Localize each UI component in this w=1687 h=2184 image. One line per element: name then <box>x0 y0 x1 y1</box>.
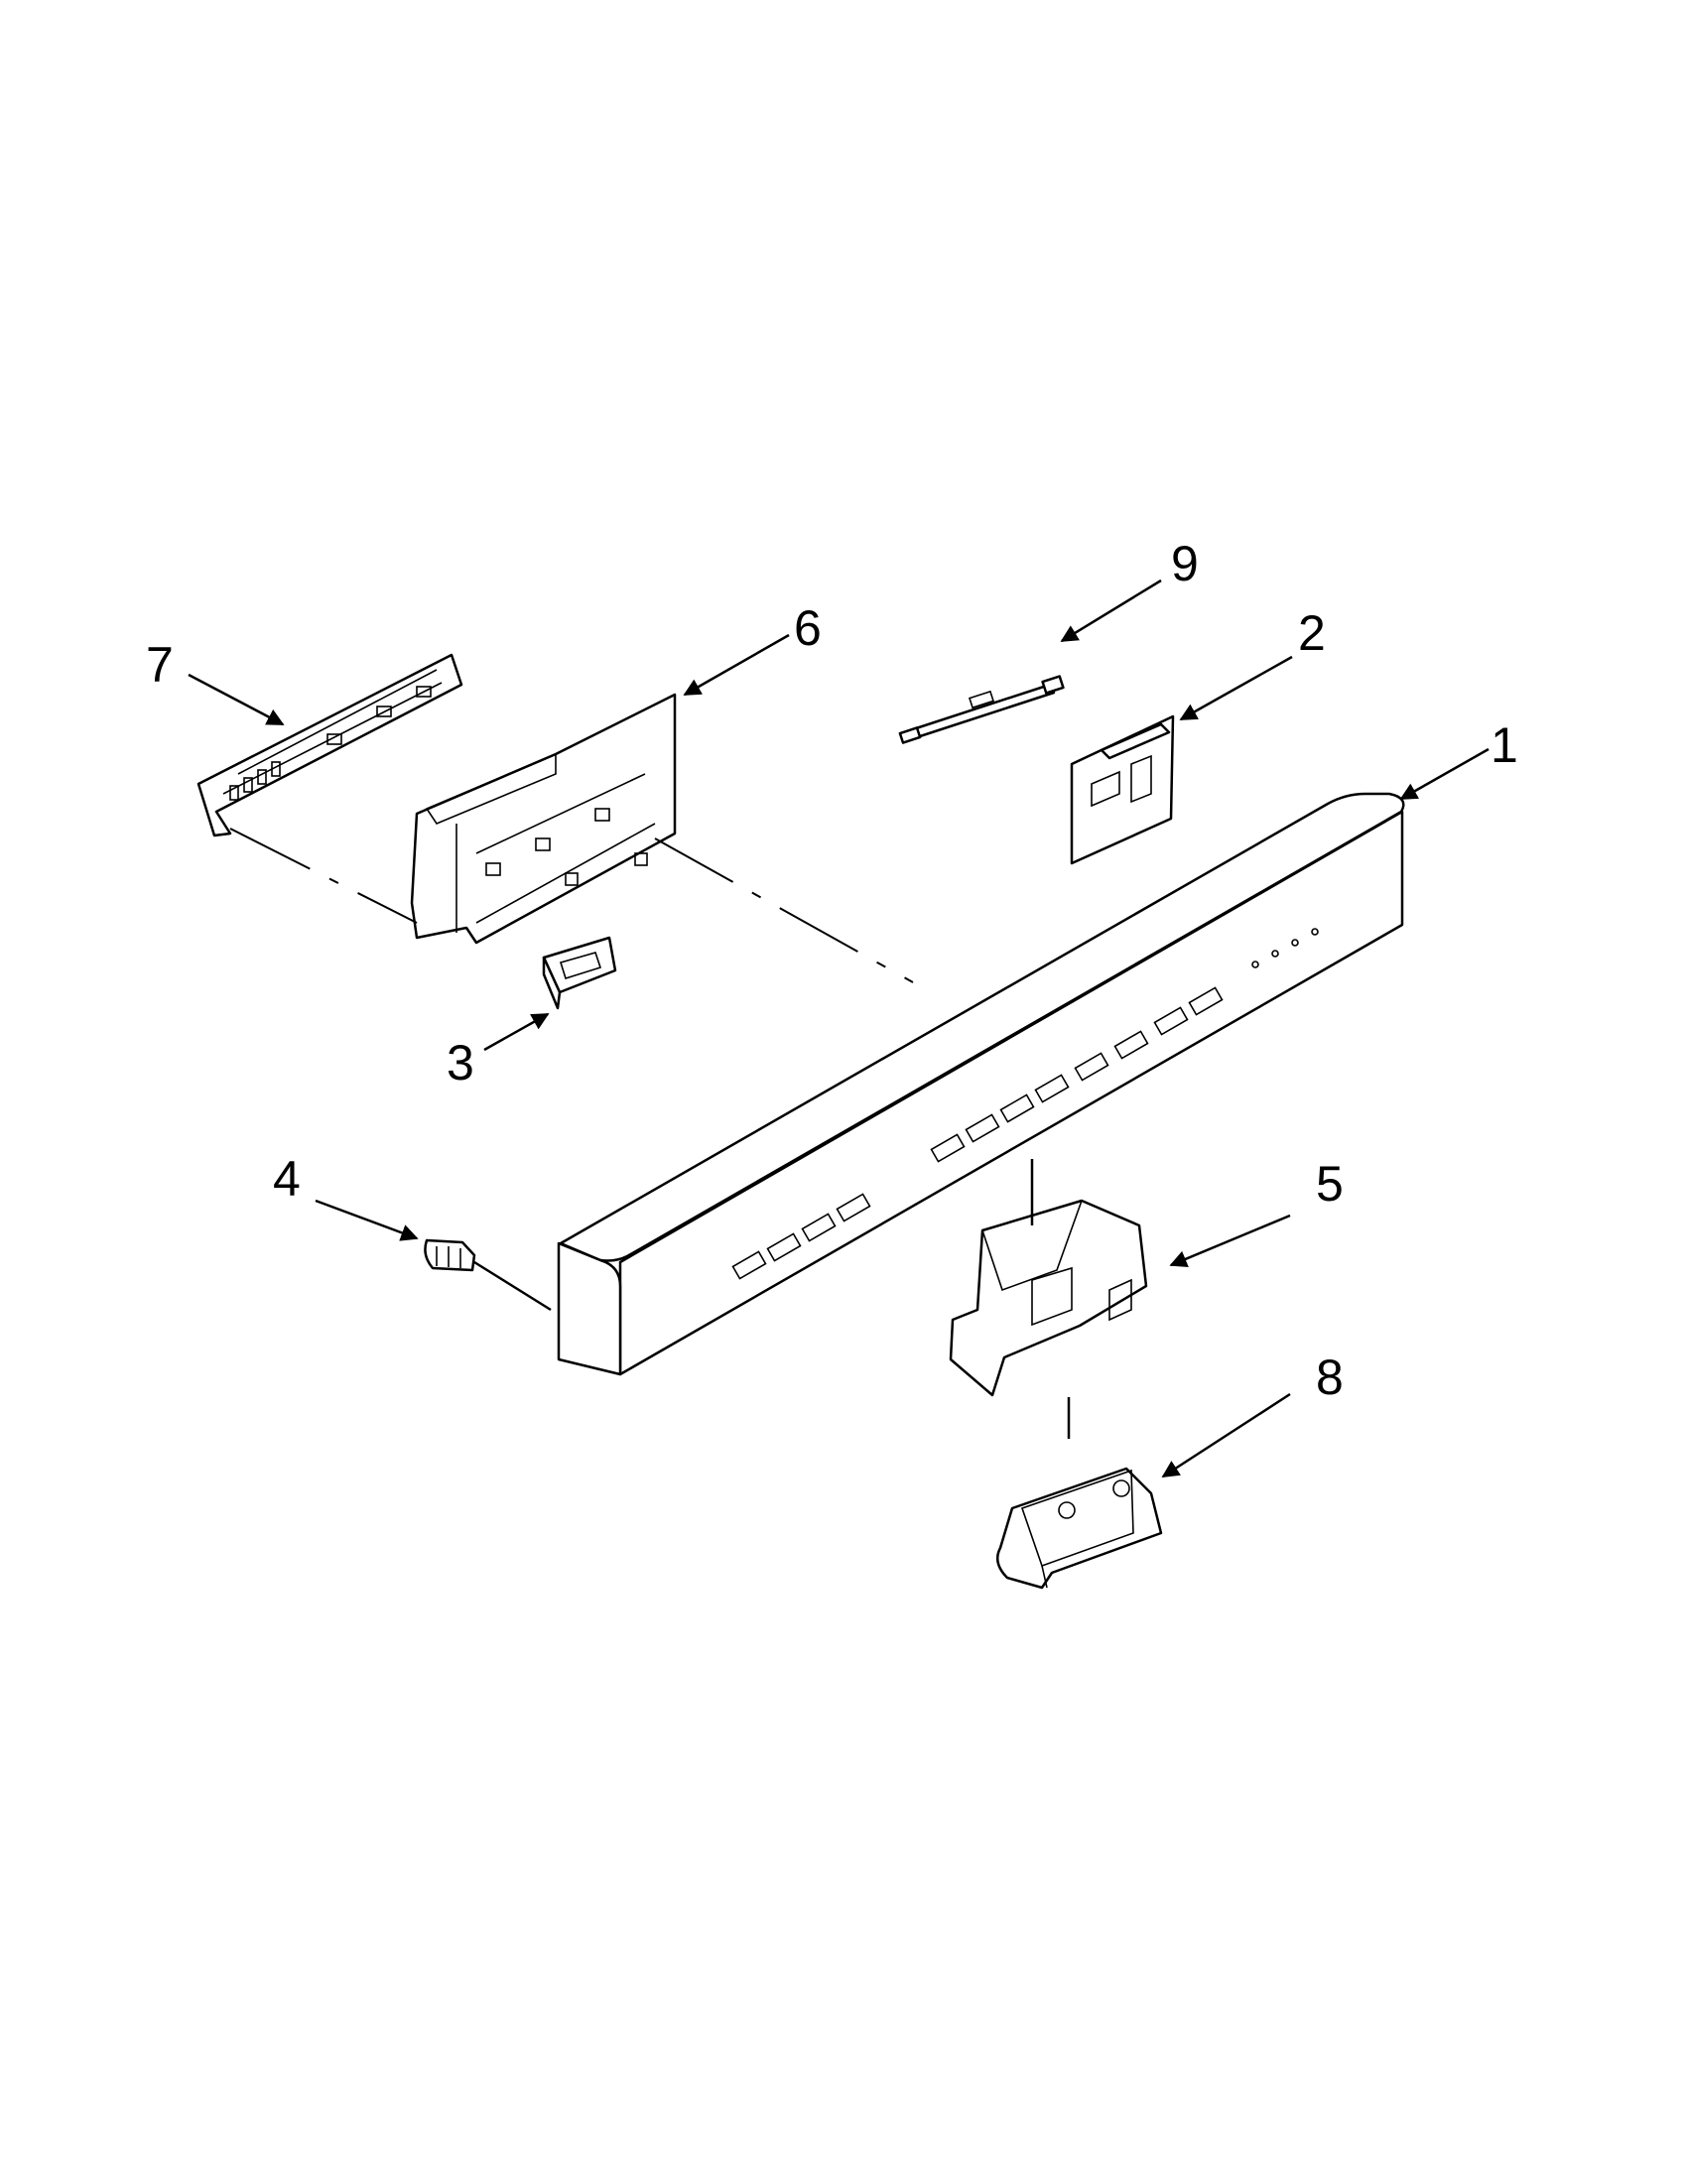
button-group-middle <box>930 1030 1149 1163</box>
button-group-left <box>731 1193 871 1280</box>
assembly-lines <box>229 828 914 983</box>
leader-arrows <box>188 578 1490 1478</box>
part-8-strike <box>995 1467 1163 1590</box>
part-1-control-panel <box>557 792 1405 1376</box>
indicator-lights <box>1251 928 1319 968</box>
callout-7: 7 <box>146 637 174 693</box>
part-4-screw <box>424 1238 552 1312</box>
part-9-wire-harness <box>898 675 1065 744</box>
part-6-control-module <box>410 693 677 945</box>
callout-3: 3 <box>447 1035 474 1091</box>
callout-4: 4 <box>273 1151 301 1207</box>
callout-6: 6 <box>794 600 822 656</box>
part-2-bracket <box>1070 714 1175 865</box>
callout-8: 8 <box>1316 1349 1344 1405</box>
callout-9: 9 <box>1171 536 1199 591</box>
callout-1: 1 <box>1491 717 1518 773</box>
part-3-clip <box>542 936 617 1010</box>
part-5-latch <box>949 1159 1148 1439</box>
button-group-right <box>1153 986 1224 1036</box>
callout-labels: 1 2 3 4 5 6 7 8 9 <box>146 536 1518 1405</box>
callout-5: 5 <box>1316 1156 1344 1212</box>
callout-2: 2 <box>1298 605 1326 661</box>
part-7-interface-board <box>196 653 463 837</box>
